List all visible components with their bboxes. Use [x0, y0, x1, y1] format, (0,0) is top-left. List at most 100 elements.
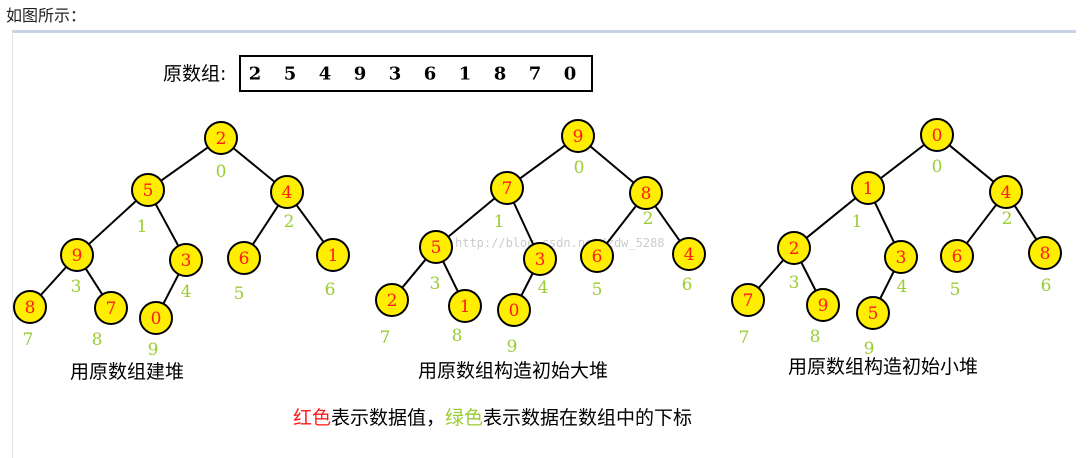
- node-value: 6: [952, 247, 963, 267]
- tree-edge: [447, 197, 496, 238]
- node-value: 0: [509, 301, 520, 321]
- node-circle: [448, 289, 482, 323]
- tree-title: 用原数组建堆: [70, 361, 184, 383]
- node-index: 3: [789, 273, 800, 293]
- node-circle: [806, 288, 840, 322]
- tree-edge: [1013, 204, 1038, 241]
- tree-node: 6: [227, 241, 261, 275]
- node-value: 9: [573, 127, 584, 147]
- node-value: 8: [641, 184, 652, 204]
- array-cell: 6: [424, 64, 437, 85]
- tree-node: 8: [1028, 236, 1062, 270]
- tree-node: 7: [490, 171, 524, 205]
- tree-node: 2: [777, 231, 811, 265]
- tree-node: 4: [989, 175, 1023, 209]
- node-index: 6: [325, 280, 336, 300]
- node-index: 9: [864, 339, 875, 359]
- node-value: 3: [535, 250, 546, 270]
- node-index: 0: [574, 158, 585, 178]
- node-circle: [204, 121, 238, 155]
- tree-edge: [162, 273, 180, 305]
- tree-edge: [88, 200, 137, 245]
- node-circle: [1028, 236, 1062, 270]
- node-value: 2: [387, 291, 398, 311]
- node-value: 5: [868, 304, 879, 324]
- node-value: 8: [1040, 244, 1051, 264]
- node-circle: [316, 238, 350, 272]
- tree-node: 9: [561, 119, 595, 153]
- tree-edge: [654, 205, 681, 242]
- node-value: 7: [106, 299, 117, 319]
- node-value: 1: [863, 179, 874, 199]
- node-circle: [580, 239, 614, 273]
- tree-edge: [84, 267, 104, 296]
- tree-edge: [442, 260, 459, 293]
- node-value: 4: [684, 245, 695, 265]
- tree-edge: [160, 146, 209, 182]
- node-value: 1: [460, 297, 471, 317]
- tree-edge: [295, 204, 325, 243]
- node-circle: [169, 243, 203, 277]
- node-index: 4: [897, 277, 908, 297]
- node-circle: [629, 176, 663, 210]
- tree-edge: [519, 144, 566, 180]
- tree-edge: [232, 147, 276, 183]
- node-index: 2: [643, 209, 654, 229]
- tree-edge: [880, 143, 925, 180]
- tree-title: 用原数组构造初始大堆: [418, 360, 608, 382]
- tree-node: 0: [920, 118, 954, 152]
- node-index: 1: [137, 217, 148, 237]
- tree-edge: [965, 204, 998, 244]
- tree-edge: [154, 203, 180, 247]
- tree-node: 7: [94, 291, 128, 325]
- node-index: 5: [234, 284, 245, 304]
- node-index: 4: [181, 282, 192, 302]
- tree-node: 7: [731, 283, 765, 317]
- tree-node: 1: [316, 238, 350, 272]
- legend-red: 红色: [293, 407, 331, 429]
- tree-node: 3: [169, 243, 203, 277]
- node-circle: [777, 231, 811, 265]
- tree-edge: [606, 205, 637, 244]
- node-index: 8: [452, 326, 463, 346]
- tree-node: 1: [448, 289, 482, 323]
- node-circle: [419, 230, 453, 264]
- node-value: 1: [328, 246, 339, 266]
- node-circle: [131, 173, 165, 207]
- node-circle: [270, 175, 304, 209]
- node-index: 3: [71, 277, 82, 297]
- node-circle: [989, 175, 1023, 209]
- node-circle: [139, 301, 173, 335]
- node-value: 4: [282, 183, 293, 203]
- array-cell: 4: [319, 64, 332, 85]
- array-cell: 8: [494, 64, 507, 85]
- array-cell: 3: [389, 64, 402, 85]
- tree-edge: [39, 266, 68, 296]
- tree-edge: [757, 259, 785, 289]
- node-index: 3: [430, 274, 441, 294]
- node-value: 5: [431, 238, 442, 258]
- array-cell: 2: [249, 64, 262, 85]
- tree-node: 8: [629, 176, 663, 210]
- tree-node: 5: [856, 296, 890, 330]
- tree-node: 5: [131, 173, 165, 207]
- node-value: 4: [1001, 183, 1012, 203]
- tree-node: 3: [884, 240, 918, 274]
- array-cell: 1: [459, 64, 472, 85]
- intro-text: 如图所示：: [6, 6, 87, 25]
- tree-edge: [805, 197, 857, 239]
- tree-title: 用原数组构造初始小堆: [788, 356, 978, 378]
- node-circle: [94, 291, 128, 325]
- tree-node: 1: [851, 171, 885, 205]
- node-index: 2: [284, 212, 295, 232]
- node-index: 6: [682, 275, 693, 295]
- node-value: 0: [151, 309, 162, 329]
- tree-edge: [800, 261, 817, 292]
- node-circle: [60, 238, 94, 272]
- tree-edge: [520, 272, 534, 297]
- tree-node: 2: [375, 283, 409, 317]
- tree-node: 8: [13, 290, 47, 324]
- tree-edge: [512, 202, 535, 245]
- node-index: 5: [950, 280, 961, 300]
